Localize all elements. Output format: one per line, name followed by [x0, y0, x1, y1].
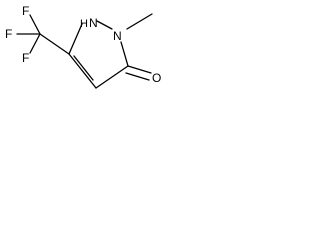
- bonds: [16, 13, 153, 89]
- bond-n1-n2: [96, 20, 113, 30]
- bond-cf3-c5: [39, 33, 70, 55]
- bond-n2-methyl: [126, 13, 153, 30]
- atom-f-left: F: [5, 27, 12, 41]
- bond-n2-c3: [120, 41, 129, 67]
- bond-c3-o: [127, 65, 152, 74]
- atom-o: O: [152, 71, 161, 85]
- pyrazolone-structure: F F F H N N O: [5, 4, 161, 89]
- bond-c4-c5-double: [73, 55, 94, 81]
- atom-f-bottom: F: [22, 51, 29, 65]
- bond-cf3-f-top: [29, 14, 41, 35]
- bond-c5-n1: [68, 23, 83, 55]
- bond-cf3-f-bottom: [29, 33, 41, 54]
- atom-n1: N: [89, 16, 98, 30]
- atom-n1-h: H: [80, 18, 88, 30]
- bond-c3-o-double: [125, 72, 150, 81]
- bond-c3-c4: [95, 65, 129, 89]
- atom-labels: F F F H N N O: [5, 4, 161, 85]
- bond-c4-c5: [68, 53, 97, 89]
- atom-f-top: F: [22, 4, 29, 18]
- atom-n2: N: [113, 29, 122, 43]
